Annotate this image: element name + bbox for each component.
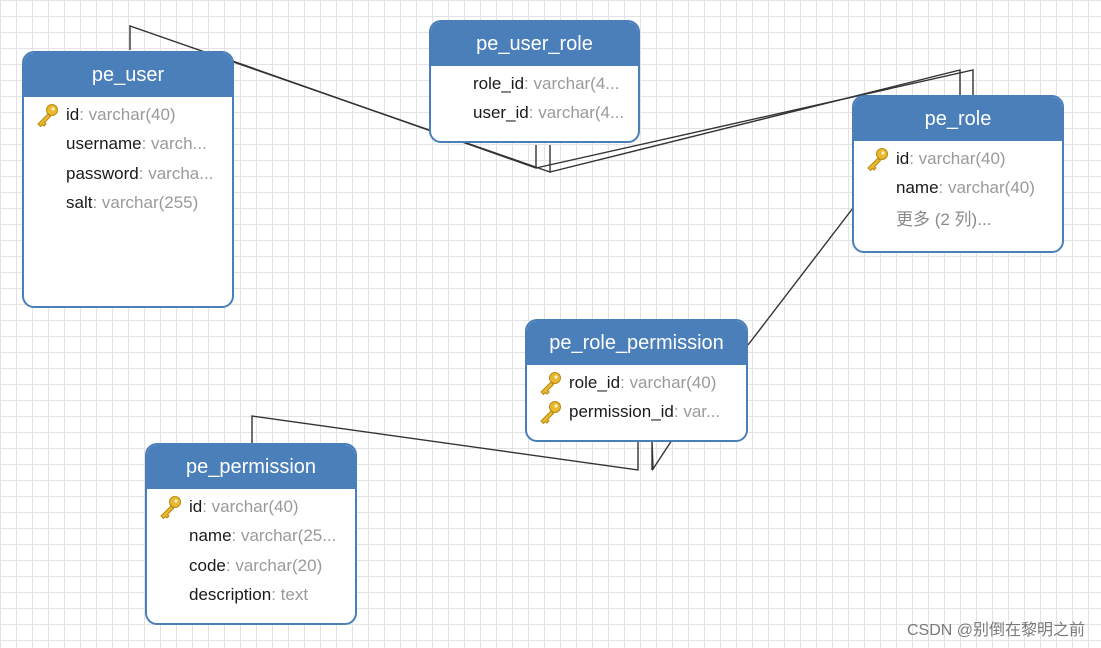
link-role-to-role-permission bbox=[747, 207, 854, 346]
field-name: code bbox=[189, 555, 226, 575]
field-type: : varch... bbox=[141, 134, 207, 154]
key-slot bbox=[864, 176, 896, 200]
field-name: user_id bbox=[473, 103, 529, 123]
field-type: : text bbox=[271, 585, 309, 605]
field-name: username bbox=[66, 134, 142, 154]
entity-fields: role_id: varchar(40) permission_id: var.… bbox=[527, 365, 746, 427]
field-row[interactable]: code: varchar(20) bbox=[147, 551, 355, 581]
entity-title: pe_user bbox=[24, 53, 232, 97]
key-slot bbox=[157, 524, 189, 548]
field-name: salt bbox=[66, 193, 93, 213]
field-type: : varchar(40) bbox=[79, 104, 176, 124]
field-type: : varchar(4... bbox=[524, 73, 620, 93]
key-slot bbox=[537, 371, 569, 395]
entity-pe-permission[interactable]: pe_permission id: varchar(40) name: varc… bbox=[145, 443, 357, 625]
link-role-to-user-role bbox=[549, 69, 961, 173]
field-type: : varchar(25... bbox=[231, 526, 337, 546]
field-name: id bbox=[896, 148, 910, 168]
field-row[interactable]: description: text bbox=[147, 581, 355, 611]
key-slot bbox=[157, 583, 189, 607]
field-type: : varchar(40) bbox=[909, 148, 1006, 168]
key-slot bbox=[34, 162, 66, 186]
key-slot bbox=[157, 554, 189, 578]
entity-pe-user[interactable]: pe_user id: varchar(40) username: varch.… bbox=[22, 51, 234, 308]
field-type: : var... bbox=[673, 402, 721, 422]
primary-key-icon bbox=[540, 371, 561, 395]
entity-pe-role-permission[interactable]: pe_role_permission role_id: varchar(40) … bbox=[525, 319, 748, 442]
key-slot bbox=[441, 72, 473, 96]
link-permission-to-role-permission-arm bbox=[651, 439, 673, 472]
entity-fields: role_id: varchar(4... user_id: varchar(4… bbox=[431, 66, 638, 128]
field-row[interactable]: permission_id: var... bbox=[527, 398, 746, 428]
field-row[interactable]: salt: varchar(255) bbox=[24, 189, 232, 219]
field-type: : varchar(4... bbox=[528, 103, 625, 123]
key-slot bbox=[864, 147, 896, 171]
field-name: role_id bbox=[569, 372, 621, 392]
link-role-to-user-role-arm bbox=[535, 69, 974, 169]
field-row[interactable]: name: varchar(40) bbox=[854, 174, 1062, 204]
entity-fields: id: varchar(40) name: varchar(25... code… bbox=[147, 489, 355, 610]
field-row[interactable]: user_id: varchar(4... bbox=[431, 99, 638, 129]
entity-pe-user-role[interactable]: pe_user_role role_id: varchar(4... user_… bbox=[429, 20, 640, 143]
field-name: id bbox=[66, 104, 80, 124]
primary-key-icon bbox=[540, 401, 561, 425]
entity-title: pe_role bbox=[854, 97, 1062, 141]
field-row[interactable]: role_id: varchar(4... bbox=[431, 69, 638, 99]
key-slot bbox=[864, 206, 896, 230]
field-type: : varchar(255) bbox=[92, 193, 199, 213]
field-name: permission_id bbox=[569, 402, 674, 422]
key-slot bbox=[157, 495, 189, 519]
entity-title: pe_user_role bbox=[431, 22, 638, 66]
key-slot bbox=[441, 101, 473, 125]
more-columns-row[interactable]: 更多 (2 列)... bbox=[854, 203, 1062, 233]
field-type: : varchar(40) bbox=[620, 372, 717, 392]
field-row[interactable]: id: varchar(40) bbox=[147, 492, 355, 522]
field-row[interactable]: username: varch... bbox=[24, 130, 232, 160]
field-row[interactable]: id: varchar(40) bbox=[854, 144, 1062, 174]
key-slot bbox=[34, 191, 66, 215]
field-name: description bbox=[189, 585, 272, 605]
field-type: : varchar(40) bbox=[938, 178, 1035, 198]
key-slot bbox=[537, 400, 569, 425]
key-slot bbox=[34, 132, 66, 156]
more-columns-label: 更多 (2 列)... bbox=[896, 210, 992, 230]
field-type: : varchar(40) bbox=[202, 496, 299, 516]
link-permission-to-role-permission bbox=[251, 415, 639, 471]
primary-key-icon bbox=[160, 495, 181, 519]
field-row[interactable]: name: varchar(25... bbox=[147, 522, 355, 552]
field-row[interactable]: id: varchar(40) bbox=[24, 100, 232, 130]
field-name: name bbox=[896, 178, 939, 198]
field-name: password bbox=[66, 163, 139, 183]
primary-key-icon bbox=[867, 147, 888, 171]
entity-fields: id: varchar(40) name: varchar(40) 更多 (2 … bbox=[854, 141, 1062, 233]
field-type: : varchar(20) bbox=[225, 555, 323, 575]
field-row[interactable]: role_id: varchar(40) bbox=[527, 368, 746, 398]
watermark-text: CSDN @别倒在黎明之前 bbox=[906, 622, 1085, 639]
field-name: role_id bbox=[473, 73, 525, 93]
entity-fields: id: varchar(40) username: varch... passw… bbox=[24, 97, 232, 218]
field-name: id bbox=[189, 496, 203, 516]
primary-key-icon bbox=[37, 103, 58, 127]
field-row[interactable]: password: varcha... bbox=[24, 159, 232, 189]
field-name: name bbox=[189, 526, 232, 546]
key-slot bbox=[34, 103, 66, 127]
entity-title: pe_permission bbox=[147, 445, 355, 489]
entity-pe-role[interactable]: pe_role id: varchar(40) name: varchar(40… bbox=[852, 95, 1064, 253]
entity-title: pe_role_permission bbox=[527, 321, 746, 365]
field-type: : varcha... bbox=[138, 163, 214, 183]
